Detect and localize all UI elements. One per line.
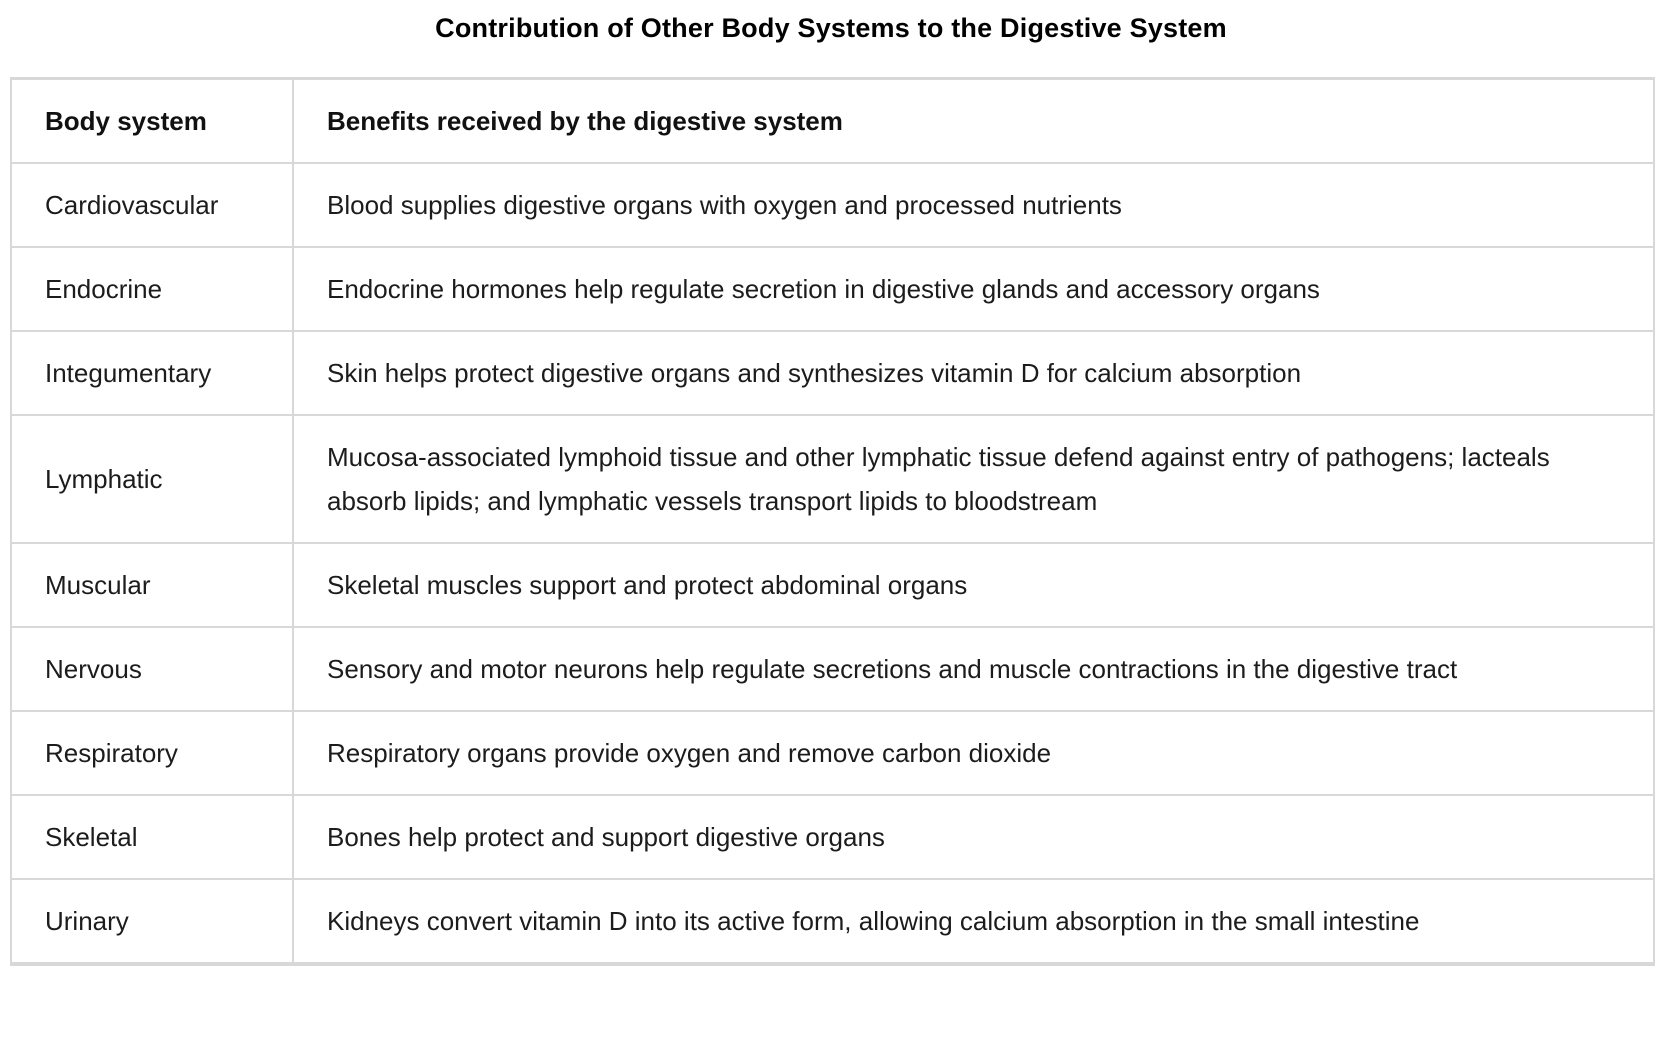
table-header-row: Body system Benefits received by the dig… [10,77,1655,164]
table-row: Muscular Skeletal muscles support and pr… [10,542,1655,628]
benefit-cell: Skeletal muscles support and protect abd… [292,542,1655,628]
column-header-benefits: Benefits received by the digestive syste… [292,77,1655,164]
body-system-cell: Endocrine [10,246,294,332]
table-row: Lymphatic Mucosa-associated lymphoid tis… [10,414,1655,544]
table-row: Urinary Kidneys convert vitamin D into i… [10,878,1655,965]
body-systems-table: Body system Benefits received by the dig… [10,77,1655,966]
page-title: Contribution of Other Body Systems to th… [435,13,1227,43]
table-row: Nervous Sensory and motor neurons help r… [10,626,1655,712]
benefit-cell: Endocrine hormones help regulate secreti… [292,246,1655,332]
table-body: Cardiovascular Blood supplies digestive … [10,162,1655,965]
body-system-cell: Cardiovascular [10,162,294,248]
benefit-cell: Blood supplies digestive organs with oxy… [292,162,1655,248]
body-system-cell: Lymphatic [10,414,294,544]
table-header: Body system Benefits received by the dig… [10,77,1655,164]
benefit-cell: Respiratory organs provide oxygen and re… [292,710,1655,796]
body-system-cell: Integumentary [10,330,294,416]
body-system-cell: Skeletal [10,794,294,880]
body-system-cell: Muscular [10,542,294,628]
table-row: Cardiovascular Blood supplies digestive … [10,162,1655,248]
table-row: Respiratory Respiratory organs provide o… [10,710,1655,796]
benefit-cell: Bones help protect and support digestive… [292,794,1655,880]
table-row: Skeletal Bones help protect and support … [10,794,1655,880]
benefit-cell: Sensory and motor neurons help regulate … [292,626,1655,712]
body-system-cell: Urinary [10,878,294,965]
table-row: Endocrine Endocrine hormones help regula… [10,246,1655,332]
benefit-cell: Kidneys convert vitamin D into its activ… [292,878,1655,965]
body-system-cell: Respiratory [10,710,294,796]
column-header-body-system: Body system [10,77,294,164]
benefit-cell: Skin helps protect digestive organs and … [292,330,1655,416]
benefit-cell: Mucosa-associated lymphoid tissue and ot… [292,414,1655,544]
table-row: Integumentary Skin helps protect digesti… [10,330,1655,416]
body-system-cell: Nervous [10,626,294,712]
